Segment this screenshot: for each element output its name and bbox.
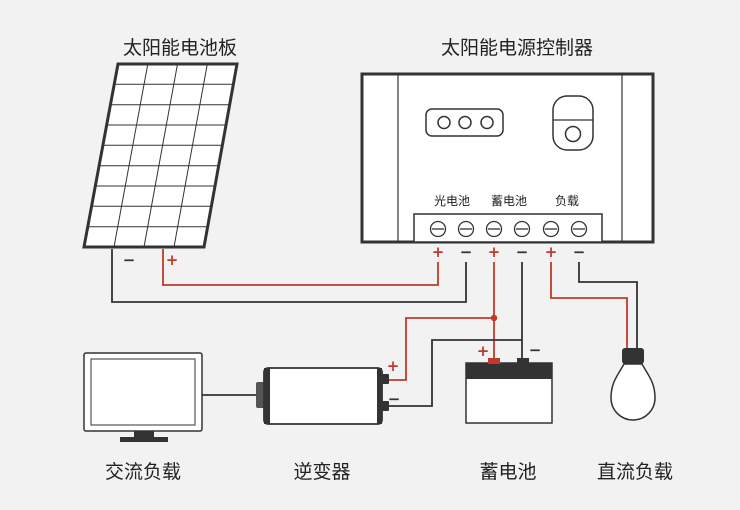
pv-plus-sign: +: [431, 243, 445, 261]
wire-pv-negative: [111, 249, 467, 303]
wire-inverter-positive: [386, 317, 494, 381]
wire-load-negative: [578, 262, 638, 350]
panel-minus-sign: −: [122, 251, 136, 269]
solar-panel: [82, 62, 239, 249]
inverter-plus-sign: +: [386, 357, 400, 375]
inverter-minus-sign: −: [387, 390, 401, 408]
panel-plus-sign: +: [165, 251, 179, 269]
dc-load-label: 直流负载: [596, 461, 674, 483]
inverter-icon: [256, 367, 389, 425]
inverter-label: 逆变器: [293, 461, 351, 483]
wire-load-positive: [550, 262, 628, 350]
controller-terminals: [429, 220, 588, 238]
solar-panel-title: 太阳能电池板: [122, 37, 238, 59]
terminal-label-pv: 光电池: [433, 194, 471, 208]
load-minus-sign: −: [572, 243, 586, 261]
battery-terminal-minus: −: [528, 341, 542, 359]
monitor-icon: [83, 352, 203, 442]
terminal-label-load: 负载: [554, 194, 580, 208]
battery-plus-sign: +: [487, 243, 501, 261]
wires: [111, 249, 638, 407]
ac-load-label: 交流负载: [104, 461, 182, 483]
battery-label: 蓄电池: [479, 461, 537, 483]
battery-icon: [465, 358, 553, 424]
pv-minus-sign: −: [459, 243, 473, 261]
lamp-icon: [610, 348, 656, 421]
wire-pv-positive: [162, 249, 439, 286]
battery-terminal-plus: +: [476, 342, 490, 360]
battery-minus-sign: −: [515, 243, 529, 261]
controller-box: [360, 72, 655, 244]
wire-inverter-negative: [386, 339, 522, 407]
junction-dot: [490, 314, 498, 322]
controller-title: 太阳能电源控制器: [440, 37, 594, 59]
terminal-label-battery: 蓄电池: [490, 194, 528, 208]
load-plus-sign: +: [544, 243, 558, 261]
